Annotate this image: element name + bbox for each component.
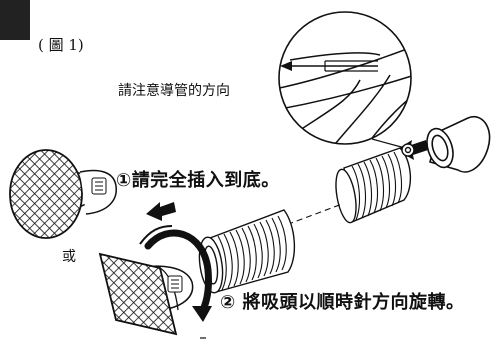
detail-zoom-circle (278, 11, 412, 149)
hose-cuff (426, 115, 491, 173)
round-nozzle-head (9, 149, 117, 239)
or-label: 或 (62, 249, 76, 265)
step-2-instruction: ② 將吸頭以順時針方向旋轉。 (220, 292, 465, 313)
hose-far (335, 143, 415, 224)
corner-block (0, 0, 30, 40)
figure-label: ( 圖 1) (38, 36, 84, 54)
clockwise-rotate-arrow-icon (139, 225, 212, 322)
left-arrow-icon (280, 60, 378, 72)
push-arrow-icon (146, 202, 176, 221)
rectangular-nozzle-head (98, 252, 194, 336)
hose-direction-note: 請注意導管的方向 (118, 83, 230, 99)
hose-near (198, 209, 296, 294)
step-1-instruction: ①請完全插入到底。 (116, 170, 280, 191)
